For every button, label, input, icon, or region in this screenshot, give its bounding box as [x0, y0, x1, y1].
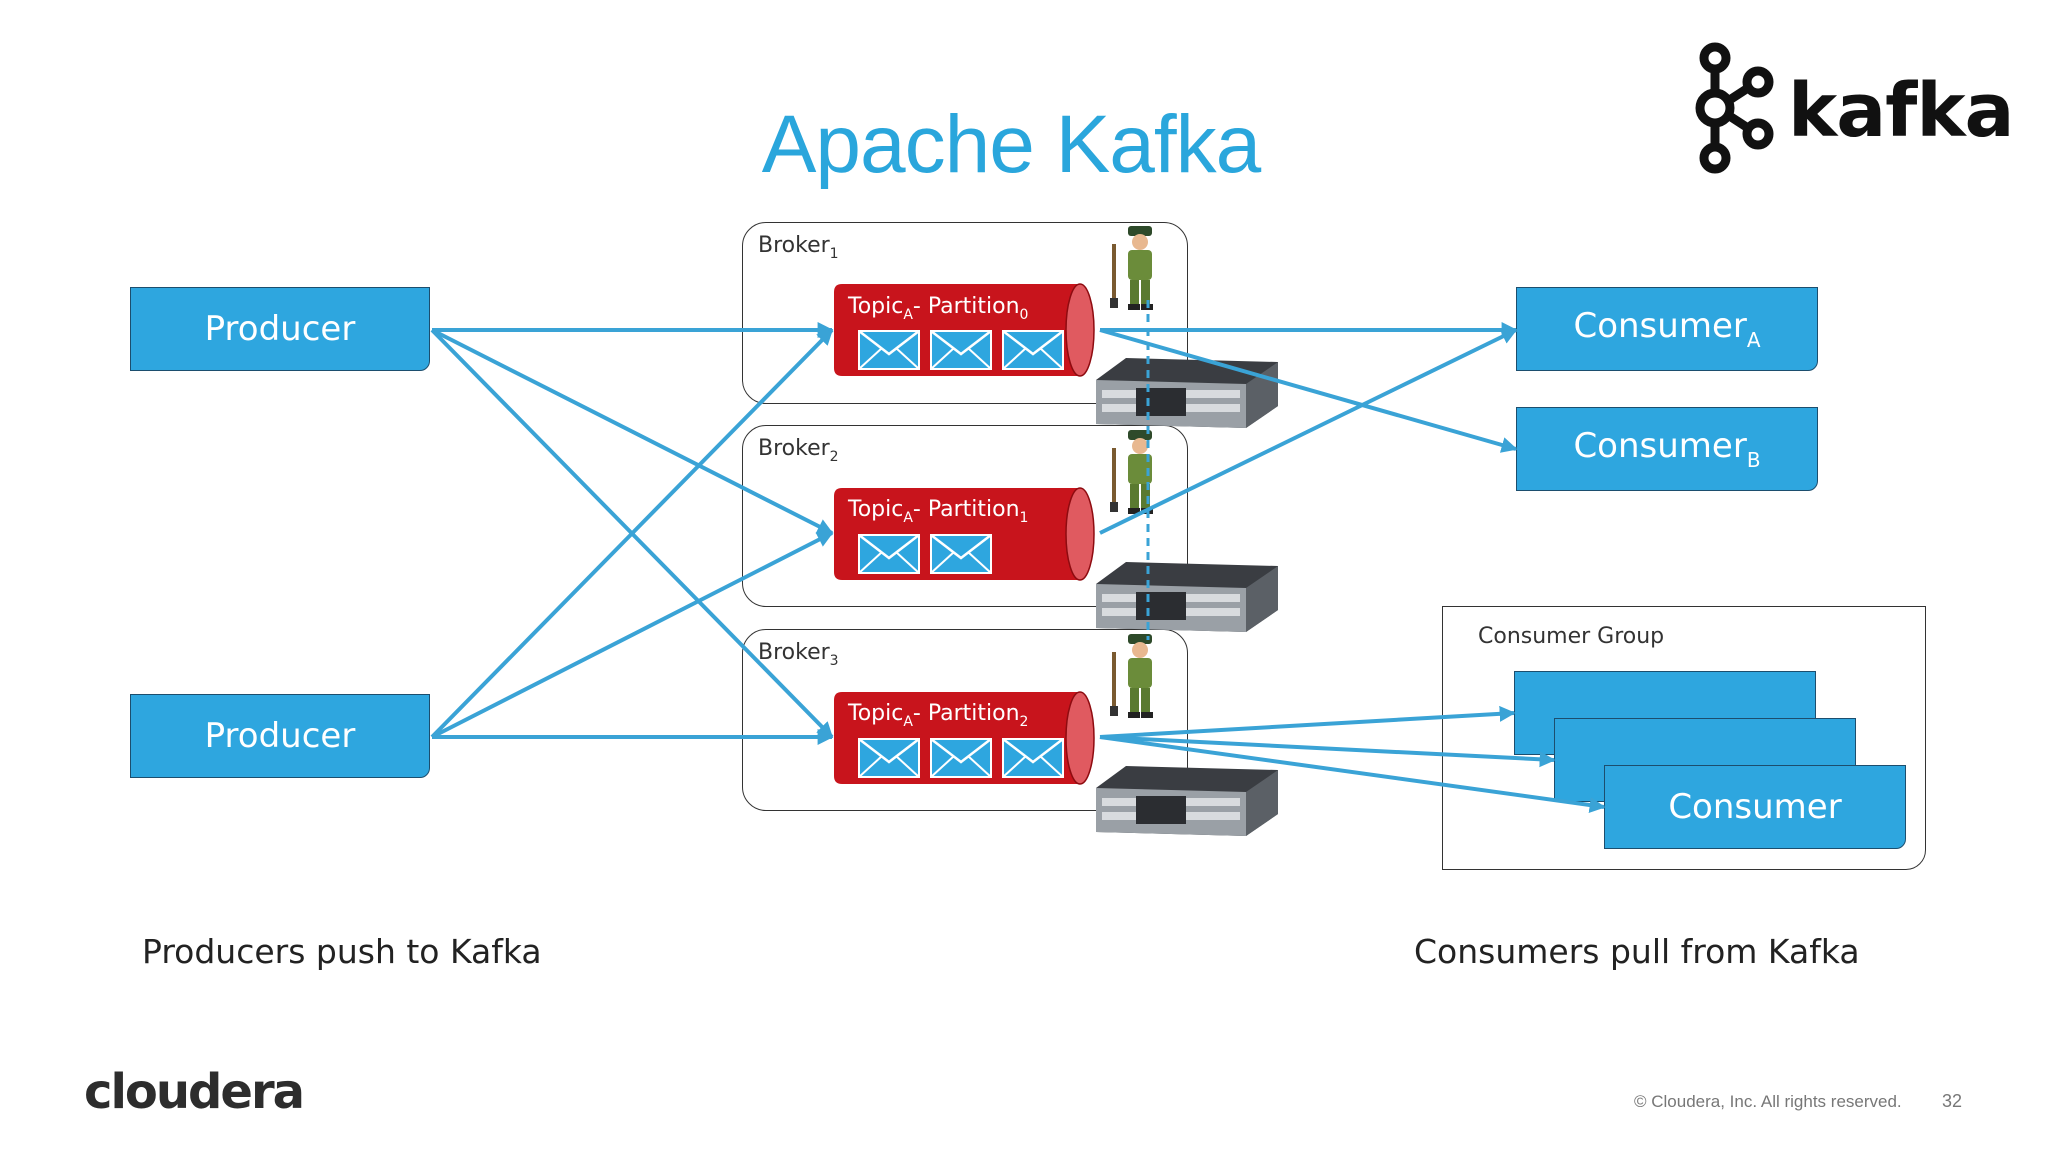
envelope-icon	[858, 534, 920, 574]
envelope-icon	[858, 738, 920, 778]
consumer-a-box: ConsumerA	[1516, 287, 1818, 371]
envelope-icon	[1002, 738, 1064, 778]
broker-1	[742, 222, 1188, 404]
producer-label: Producer	[204, 716, 356, 756]
producer-label: Producer	[204, 309, 356, 349]
broker-1-label: Broker1	[758, 233, 839, 262]
envelope-icon	[858, 330, 920, 370]
page-number: 32	[1942, 1091, 1963, 1111]
consumer-a-label: ConsumerA	[1573, 306, 1761, 352]
copyright: © Cloudera, Inc. All rights reserved.	[1634, 1092, 1902, 1111]
envelope-icon	[930, 738, 992, 778]
kafka-logo-text: kafka	[1788, 68, 2014, 154]
envelope-icon	[930, 534, 992, 574]
producer-box-top: Producer	[130, 287, 430, 371]
kafka-logo: kafka	[1680, 40, 2014, 180]
producer-box-bottom: Producer	[130, 694, 430, 778]
broker-2-label: Broker2	[758, 436, 839, 465]
server-rack-icon	[1096, 766, 1278, 836]
partition-2-label: TopicA- Partition2	[848, 701, 1029, 730]
slide-title: Apache Kafka	[761, 99, 1262, 190]
partition-0-label: TopicA- Partition0	[848, 294, 1029, 323]
caption-producers: Producers push to Kafka	[142, 932, 542, 971]
cloudera-logo: cloudera	[84, 1064, 305, 1120]
consumer-b-label: ConsumerB	[1573, 426, 1761, 472]
caption-consumers: Consumers pull from Kafka	[1414, 932, 1860, 971]
consumer-group-member: Consumer	[1604, 765, 1906, 849]
zookeeper-icon	[1110, 634, 1153, 718]
zookeeper-icon	[1110, 430, 1153, 514]
kafka-logo-icon	[1695, 42, 1774, 174]
server-rack-icon	[1096, 358, 1278, 428]
consumer-b-box: ConsumerB	[1516, 407, 1818, 491]
consumer-group-label: Consumer Group	[1478, 624, 1665, 649]
server-rack-icon	[1096, 562, 1278, 632]
envelope-icon	[930, 330, 992, 370]
consumer-group-member-label: Consumer	[1668, 787, 1842, 827]
envelope-icon	[1002, 330, 1064, 370]
partition-1-label: TopicA- Partition1	[848, 497, 1029, 526]
broker-3-label: Broker3	[758, 640, 839, 669]
zookeeper-icon	[1110, 226, 1153, 310]
